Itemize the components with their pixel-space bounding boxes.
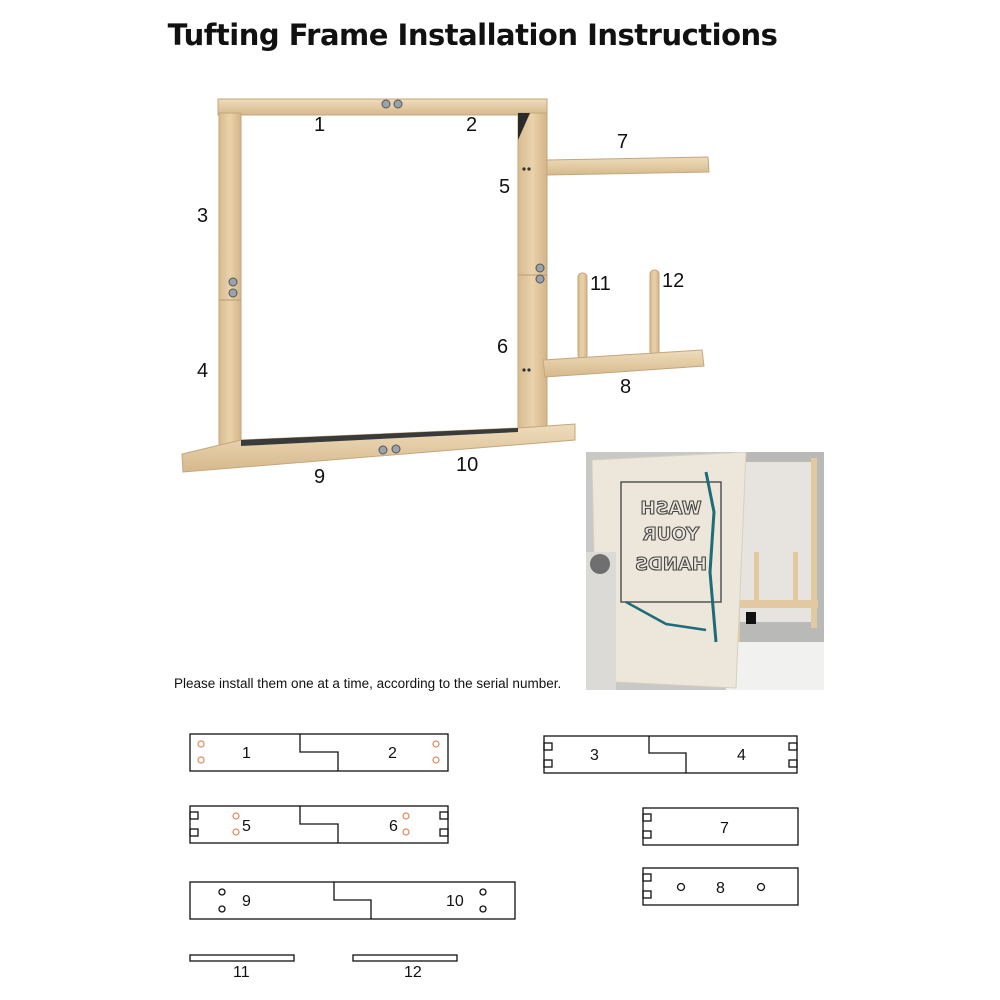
usage-photo-sign-line-3: HANDS [635,554,707,575]
part-label-6: 6 [389,818,398,835]
part-8 [642,867,799,906]
part-label-2: 2 [388,745,397,762]
part-label-1: 1 [242,745,251,762]
part-label-8: 8 [716,880,725,897]
pegs [577,269,660,360]
part-label-7: 7 [720,820,729,837]
usage-photo: WASH YOUR HANDS [586,452,824,690]
frame-label-4: 4 [197,360,208,382]
frame-label-7: 7 [617,131,628,153]
part-9-10 [189,881,516,920]
part-3-4 [543,735,798,774]
usage-photo-sign-line-2: YOUR [643,524,700,545]
part-label-9: 9 [242,893,251,910]
part-label-5: 5 [242,818,251,835]
frame-label-2: 2 [466,114,477,136]
frame-label-12: 12 [662,270,684,292]
frame-label-9: 9 [314,466,325,488]
part-7 [642,807,799,846]
arm-8 [542,349,705,378]
part-1-2 [189,733,449,772]
arm-7 [546,156,710,176]
frame-label-1: 1 [314,114,325,136]
page-title: Tufting Frame Installation Instructions [167,18,778,52]
base-rail [181,423,576,473]
pre-drilled-holes [197,740,440,836]
part-5-6 [189,805,449,844]
top-rail [217,98,548,116]
part-12 [352,954,458,962]
part-label-12: 12 [404,964,422,981]
instruction-text: Please install them one at a time, accor… [174,676,562,691]
frame-label-5: 5 [499,176,510,198]
part-label-11: 11 [233,964,250,981]
frame-label-10: 10 [456,454,478,476]
part-label-10: 10 [446,893,464,910]
bolts [228,99,545,455]
right-post [517,112,548,432]
frame-label-3: 3 [197,205,208,227]
part-11 [189,954,295,962]
usage-photo-sign-line-1: WASH [640,498,701,519]
usage-photo-sign: WASH YOUR HANDS [634,497,707,575]
part-label-4: 4 [737,747,746,764]
frame-label-8: 8 [620,376,631,398]
part-label-3: 3 [590,747,599,764]
frame-label-11: 11 [590,273,611,295]
frame-label-6: 6 [497,336,508,358]
